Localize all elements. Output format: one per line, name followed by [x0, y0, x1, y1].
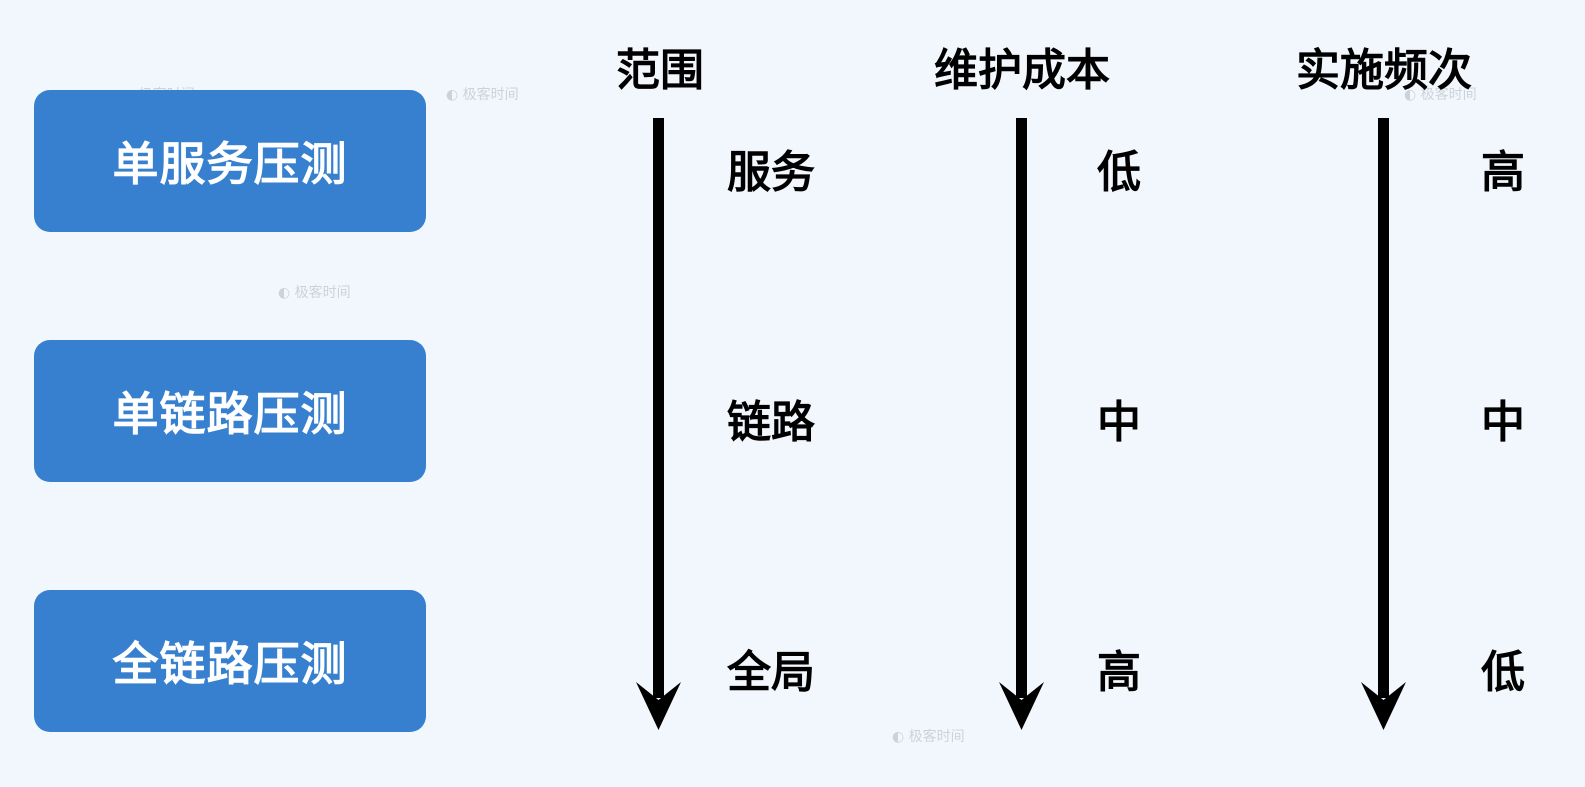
- watermark-text: 极客时间: [1420, 87, 1477, 103]
- maintenance-cost-value: 高: [1097, 647, 1141, 698]
- geektime-logo-icon: ◐: [892, 729, 905, 745]
- frequency-value: 高: [1481, 147, 1525, 198]
- arrow-down-icon: [636, 118, 681, 730]
- frequency-value: 中: [1481, 397, 1525, 448]
- frequency-value: 低: [1481, 647, 1525, 698]
- scope-value: 全局: [727, 647, 815, 698]
- column-header-scope: 范围: [616, 45, 704, 96]
- maintenance-cost-value: 低: [1097, 147, 1141, 198]
- watermark: ◐ 极客时间: [278, 282, 351, 302]
- watermark-text: 极客时间: [294, 285, 351, 301]
- scope-value: 链路: [727, 397, 815, 448]
- box-full-chain-load-test: 全链路压测: [34, 590, 426, 732]
- box-label: 单服务压测: [112, 137, 348, 191]
- box-label: 全链路压测: [112, 637, 348, 691]
- box-label: 单链路压测: [112, 387, 348, 441]
- geektime-logo-icon: ◐: [1404, 87, 1417, 103]
- maintenance-cost-value: 中: [1097, 397, 1141, 448]
- watermark: ◐ 极客时间: [892, 726, 965, 746]
- box-single-service-load-test: 单服务压测: [34, 90, 426, 232]
- geektime-logo-icon: ◐: [278, 285, 291, 301]
- box-single-chain-load-test: 单链路压测: [34, 340, 426, 482]
- column-header-maintenance-cost: 维护成本: [934, 45, 1110, 96]
- watermark-text: 极客时间: [462, 87, 519, 103]
- geektime-logo-icon: ◐: [446, 87, 459, 103]
- watermark: ◐ 极客时间: [1404, 84, 1477, 104]
- arrow-down-icon: [1361, 118, 1406, 730]
- watermark: ◐ 极客时间: [446, 84, 519, 104]
- watermark-text: 极客时间: [908, 729, 965, 745]
- arrow-down-icon: [999, 118, 1044, 730]
- column-header-frequency: 实施频次: [1296, 45, 1472, 96]
- scope-value: 服务: [727, 147, 815, 198]
